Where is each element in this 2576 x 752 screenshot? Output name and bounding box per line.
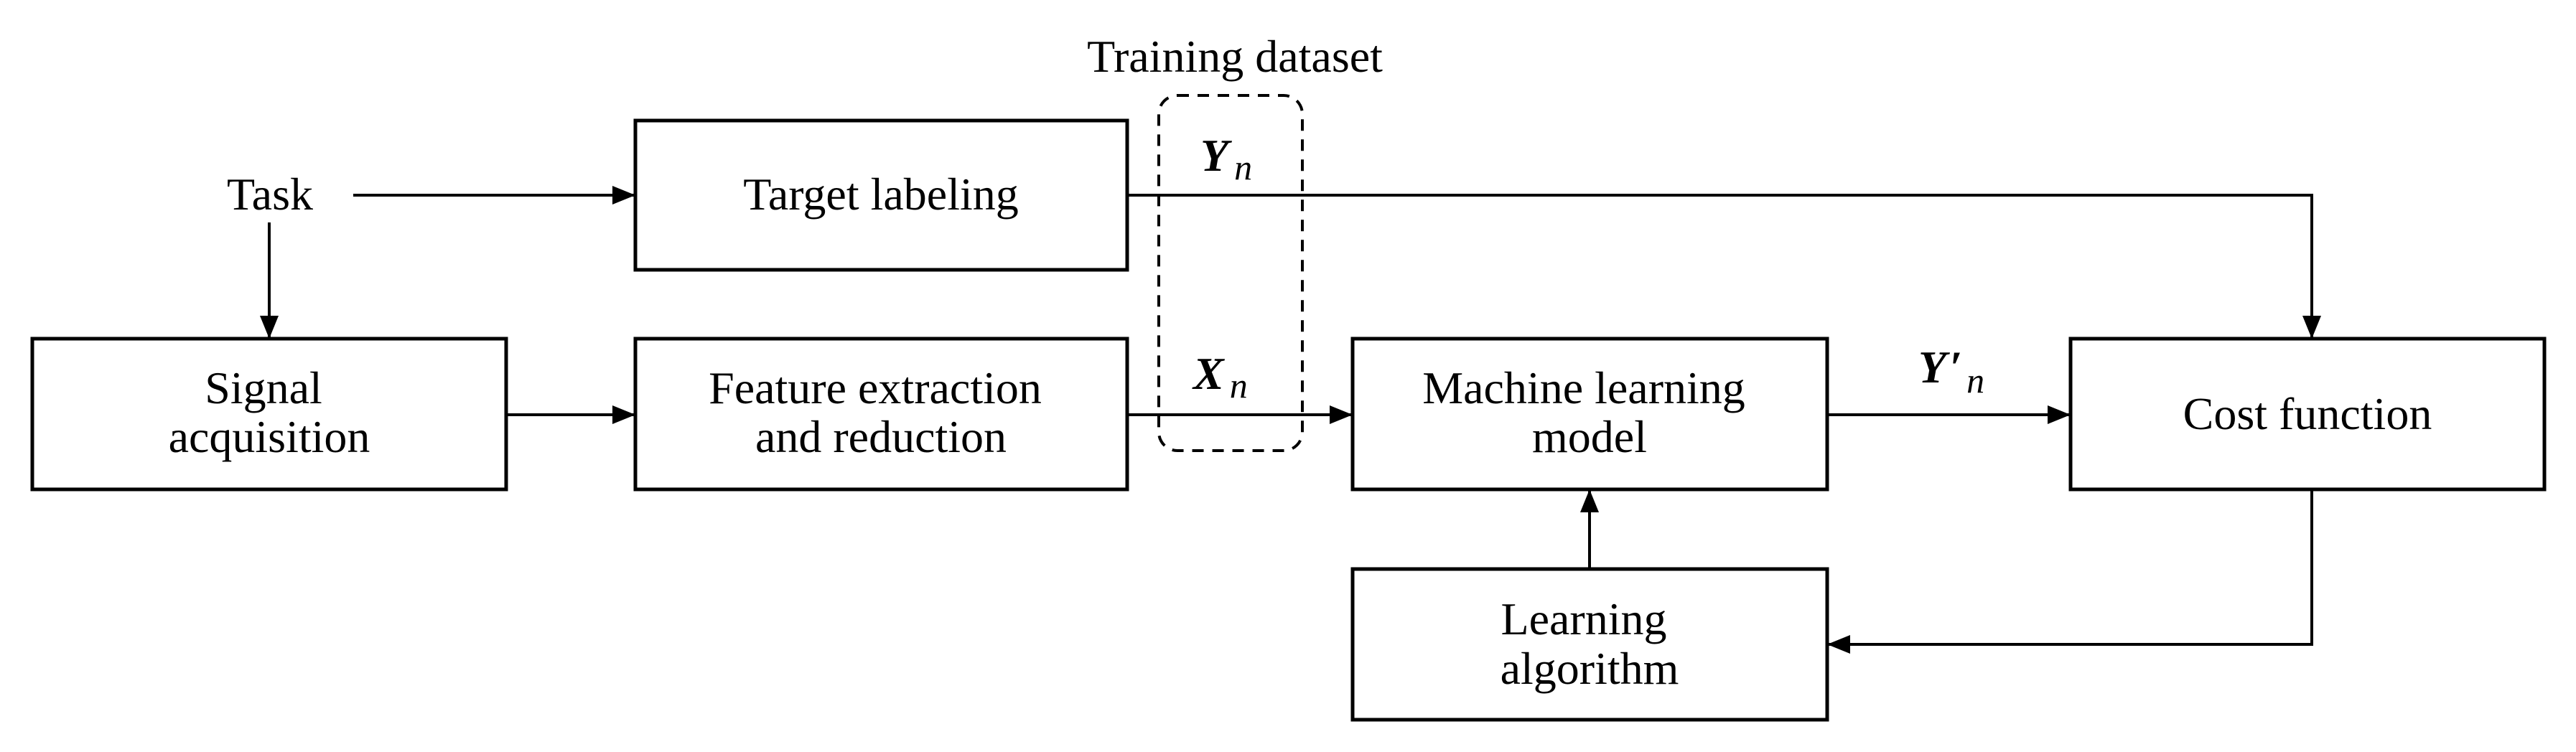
task-label: Task [227, 169, 313, 220]
ml-model-box: Machine learning model [1350, 337, 1829, 492]
arrow-cost-function-to-learning-algorithm [1827, 491, 2313, 654]
target-labeling-text: Target labeling [743, 169, 1019, 220]
cost-function-box: Cost function [2068, 337, 2547, 492]
feature-extraction-text: Feature extraction and reduction [709, 362, 1053, 462]
signal-acquisition-text: Signal acquisition [169, 362, 370, 462]
learning-algorithm-box: Learning algorithm [1350, 567, 1829, 722]
ml-model-text: Machine learning model [1422, 362, 1757, 462]
target-labeling-box: Target labeling [633, 118, 1129, 272]
arrow-target-labeling-to-cost-function [1129, 194, 2321, 339]
cost-function-text: Cost function [2183, 388, 2432, 439]
label-y-prime-n: Y′n [1918, 342, 1984, 400]
learning-algorithm-text: Learning algorithm [1501, 593, 1679, 694]
training-dataset-label: Training dataset [1087, 31, 1383, 82]
feature-extraction-box: Feature extraction and reduction [633, 337, 1129, 492]
signal-acquisition-box: Signal acquisition [30, 337, 508, 492]
